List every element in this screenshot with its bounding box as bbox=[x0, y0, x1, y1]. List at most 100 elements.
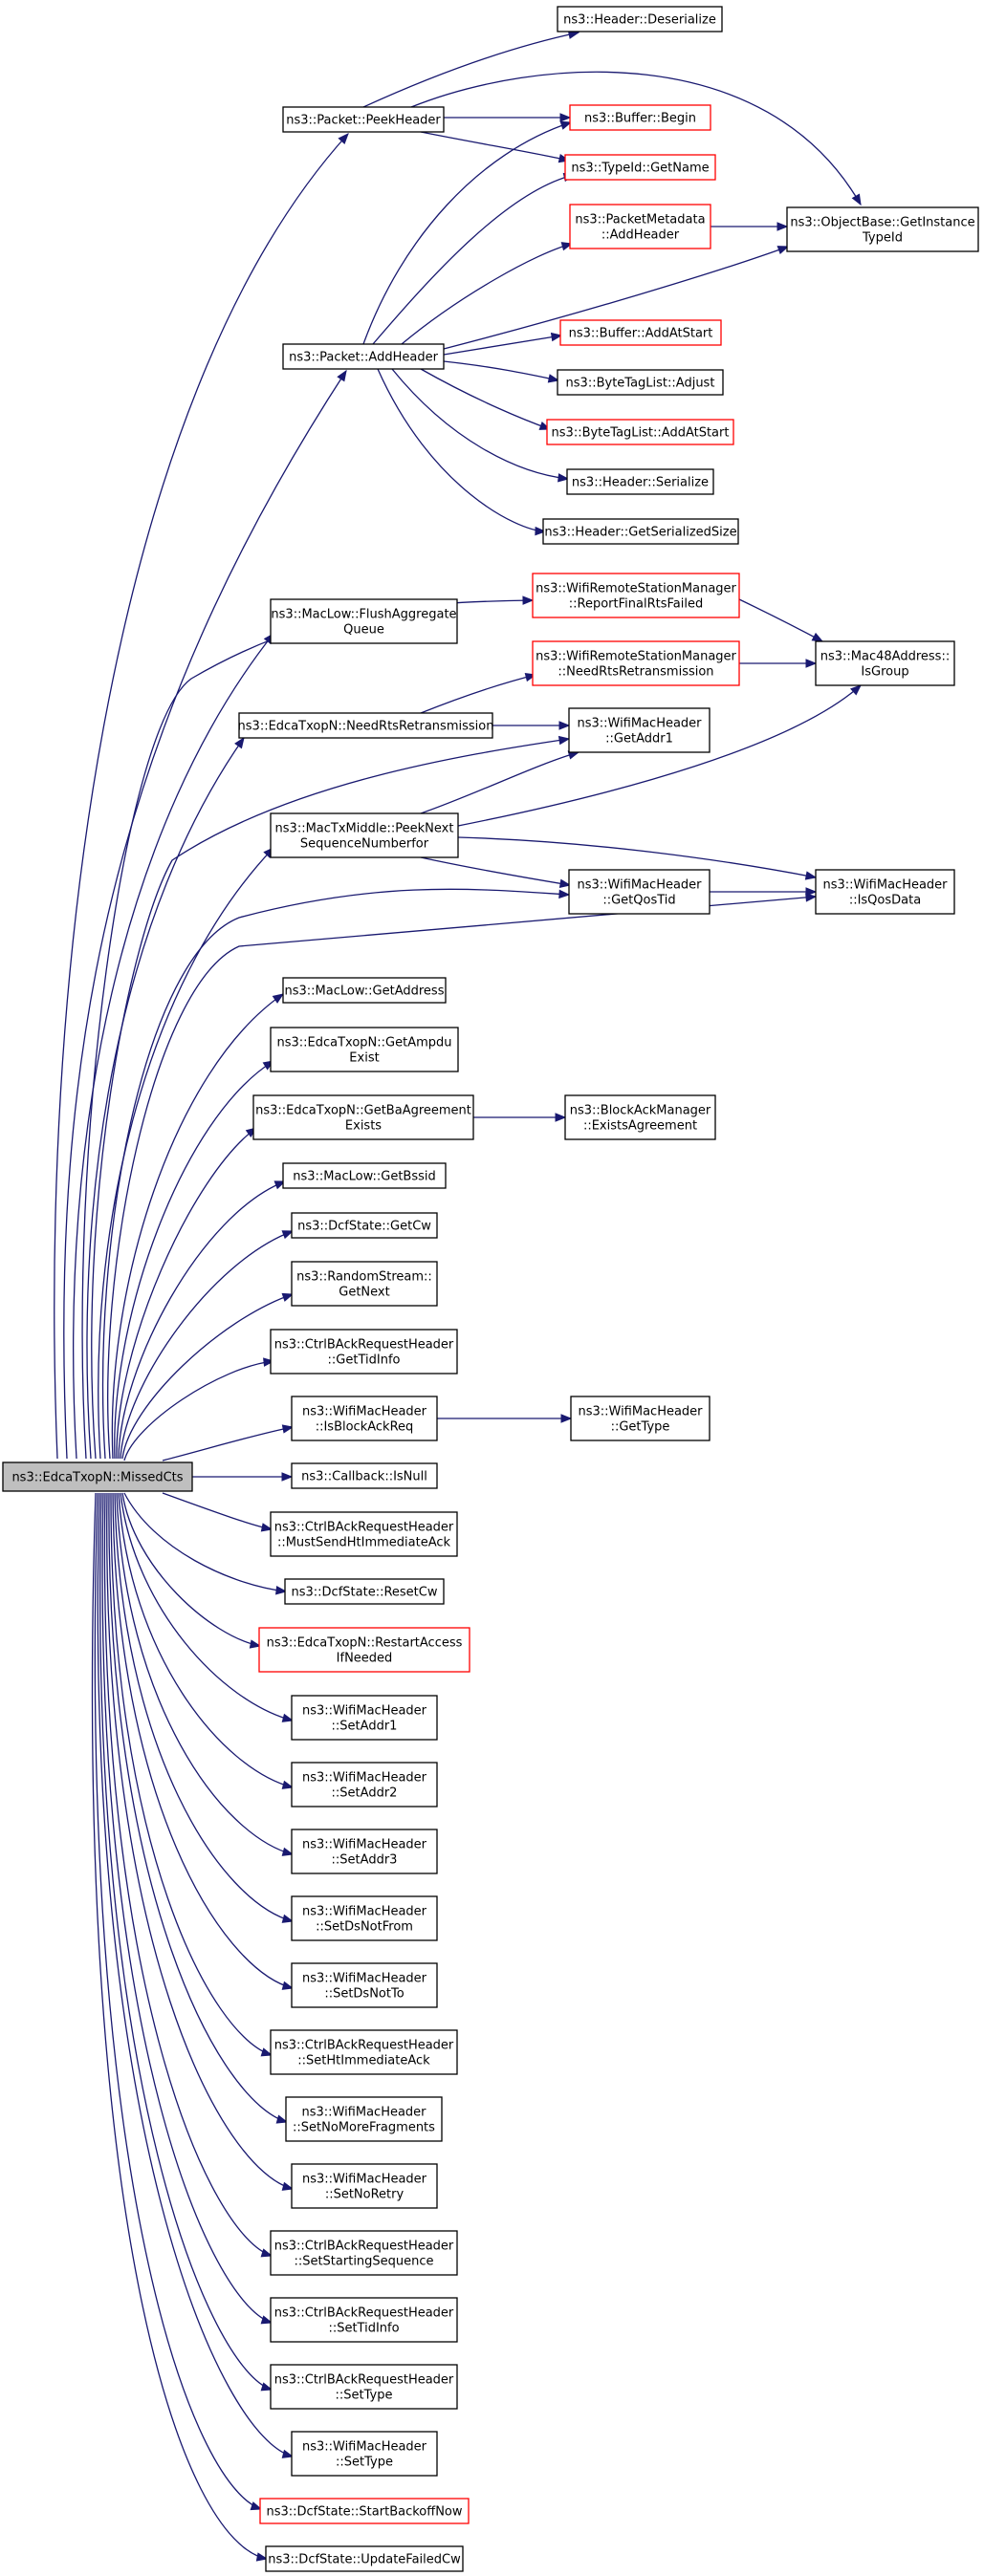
edge-root-to-getaddr1 bbox=[91, 738, 570, 1460]
node-updatefailed[interactable]: ns3::DcfState::UpdateFailedCw bbox=[265, 2545, 464, 2572]
node-label: TypeId bbox=[862, 231, 903, 246]
edge-root-to-settypebar bbox=[99, 1492, 273, 2391]
node-setnoretry[interactable]: ns3::WifiMacHeader::SetNoRetry bbox=[291, 2163, 438, 2209]
node-box bbox=[282, 106, 445, 133]
node-label: ns3::ObjectBase::GetInstance bbox=[790, 216, 974, 230]
node-setaddr1[interactable]: ns3::WifiMacHeader::SetAddr1 bbox=[291, 1695, 438, 1741]
node-gettype[interactable]: ns3::WifiMacHeader::GetType bbox=[570, 1396, 711, 1441]
node-bufbegin[interactable]: ns3::Buffer::Begin bbox=[569, 104, 711, 131]
node-box bbox=[258, 1627, 470, 1673]
node-box bbox=[270, 2364, 458, 2410]
node-settidinfo[interactable]: ns3::CtrlBAckRequestHeader::SetTidInfo bbox=[270, 2297, 458, 2343]
node-box bbox=[282, 1162, 447, 1189]
node-setstartseq[interactable]: ns3::CtrlBAckRequestHeader::SetStartingS… bbox=[270, 2230, 458, 2276]
node-addheader[interactable]: ns3::Packet::AddHeader bbox=[282, 343, 445, 370]
arrowhead-addheader bbox=[337, 369, 347, 382]
node-box bbox=[259, 2498, 470, 2524]
node-box bbox=[252, 1094, 474, 1140]
node-label: ns3::MacLow::GetBssid bbox=[293, 1170, 436, 1184]
node-box bbox=[282, 343, 445, 370]
node-root[interactable]: ns3::EdcaTxopN::MissedCts bbox=[2, 1461, 193, 1492]
node-box bbox=[270, 2029, 458, 2075]
node-sethtimm[interactable]: ns3::CtrlBAckRequestHeader::SetHtImmedia… bbox=[270, 2029, 458, 2075]
node-box bbox=[2, 1461, 193, 1492]
node-box bbox=[566, 468, 714, 495]
node-mustsend[interactable]: ns3::CtrlBAckRequestHeader::MustSendHtIm… bbox=[270, 1511, 458, 1557]
node-peeknextseq[interactable]: ns3::MacTxMiddle::PeekNextSequenceNumber… bbox=[270, 812, 459, 858]
arrowhead-settidinfo bbox=[260, 2315, 273, 2325]
edge-root-to-settypemac bbox=[97, 1492, 294, 2457]
node-label: ns3::DcfState::GetCw bbox=[297, 1220, 431, 1234]
node-setaddr3[interactable]: ns3::WifiMacHeader::SetAddr3 bbox=[291, 1829, 438, 1874]
node-btladdatstart[interactable]: ns3::ByteTagList::AddAtStart bbox=[546, 419, 734, 445]
node-peekheader[interactable]: ns3::Packet::PeekHeader bbox=[282, 106, 445, 133]
node-hdrserialize[interactable]: ns3::Header::Serialize bbox=[566, 468, 714, 495]
arrowhead-sethtimm bbox=[260, 2047, 273, 2057]
node-getaddr1[interactable]: ns3::WifiMacHeader::GetAddr1 bbox=[568, 707, 711, 753]
edge-root-to-getcw bbox=[120, 1230, 294, 1460]
arrowhead-hdrserialize bbox=[558, 473, 570, 483]
node-getcw[interactable]: ns3::DcfState::GetCw bbox=[291, 1212, 438, 1239]
node-label: Exist bbox=[349, 1051, 379, 1066]
arrowhead-getaddr1 bbox=[558, 721, 571, 730]
node-label: ns3::BlockAckManager bbox=[570, 1104, 711, 1118]
node-isgroup[interactable]: ns3::Mac48Address::IsGroup bbox=[815, 640, 955, 686]
node-box bbox=[542, 518, 739, 545]
node-box bbox=[291, 2163, 438, 2209]
node-getbssid[interactable]: ns3::MacLow::GetBssid bbox=[282, 1162, 447, 1189]
node-reportfinal[interactable]: ns3::WifiRemoteStationManager::ReportFin… bbox=[532, 573, 740, 618]
arrowhead-setaddr3 bbox=[281, 1847, 295, 1856]
arrowhead-isqosdata bbox=[805, 893, 818, 902]
edge-root-to-peekheader bbox=[54, 133, 349, 1460]
arrowhead-setdsnotfrom bbox=[281, 1914, 295, 1923]
node-getaddress[interactable]: ns3::MacLow::GetAddress bbox=[282, 977, 447, 1004]
node-box bbox=[570, 1396, 711, 1441]
edge-peeknextseq-to-isqosdata bbox=[457, 836, 817, 878]
node-label: ns3::DcfState::ResetCw bbox=[292, 1586, 438, 1600]
node-settypebar[interactable]: ns3::CtrlBAckRequestHeader::SetType bbox=[270, 2364, 458, 2410]
node-setdsnotto[interactable]: ns3::WifiMacHeader::SetDsNotTo bbox=[291, 1962, 438, 2008]
node-label: ns3::Packet::PeekHeader bbox=[286, 114, 441, 128]
edge-addheader-to-bufbegin bbox=[362, 121, 572, 345]
node-box bbox=[270, 2297, 458, 2343]
node-needrts[interactable]: ns3::EdcaTxopN::NeedRtsRetransmission bbox=[238, 712, 494, 739]
node-setaddr2[interactable]: ns3::WifiMacHeader::SetAddr2 bbox=[291, 1762, 438, 1808]
node-bufaddatstart[interactable]: ns3::Buffer::AddAtStart bbox=[559, 319, 722, 346]
edge-root-to-getnext bbox=[121, 1293, 294, 1460]
edge-addheader-to-typeidgetname bbox=[372, 174, 575, 345]
edge-addheader-to-hdrserialize bbox=[391, 368, 569, 480]
node-setnomorefrag[interactable]: ns3::WifiMacHeader::SetNoMoreFragments bbox=[285, 2096, 443, 2142]
node-hdrgetsize[interactable]: ns3::Header::GetSerializedSize bbox=[542, 518, 739, 545]
node-gettidinfo[interactable]: ns3::CtrlBAckRequestHeader::GetTidInfo bbox=[270, 1329, 458, 1375]
node-label: ns3::WifiRemoteStationManager bbox=[536, 582, 736, 596]
node-getnext[interactable]: ns3::RandomStream::GetNext bbox=[291, 1261, 438, 1307]
edge-root-to-setnomorefrag bbox=[108, 1492, 288, 2123]
node-deserialize[interactable]: ns3::Header::Deserialize bbox=[557, 6, 723, 32]
node-getqostid[interactable]: ns3::WifiMacHeader::GetQosTid bbox=[568, 869, 711, 915]
node-isqosdata[interactable]: ns3::WifiMacHeader::IsQosData bbox=[815, 869, 955, 915]
node-pktmetaadd[interactable]: ns3::PacketMetadata::AddHeader bbox=[569, 204, 711, 249]
node-typeidgetname[interactable]: ns3::TypeId::GetName bbox=[564, 154, 716, 181]
edge-root-to-setnoretry bbox=[106, 1492, 294, 2190]
edge-root-to-flushagg bbox=[73, 633, 274, 1460]
node-box bbox=[270, 1329, 458, 1375]
node-box bbox=[564, 1094, 716, 1140]
edge-root-to-getampdu bbox=[114, 1060, 274, 1460]
node-box bbox=[285, 2096, 443, 2142]
node-resetcw[interactable]: ns3::DcfState::ResetCw bbox=[284, 1578, 445, 1605]
node-isblockackreq[interactable]: ns3::WifiMacHeader::IsBlockAckReq bbox=[291, 1396, 438, 1441]
node-wrsmneedrts[interactable]: ns3::WifiRemoteStationManager::NeedRtsRe… bbox=[532, 640, 740, 686]
node-btladjust[interactable]: ns3::ByteTagList::Adjust bbox=[557, 369, 724, 396]
node-settypemac[interactable]: ns3::WifiMacHeader::SetType bbox=[291, 2431, 438, 2477]
node-setdsnotfrom[interactable]: ns3::WifiMacHeader::SetDsNotFrom bbox=[291, 1895, 438, 1941]
node-label: ns3::RandomStream:: bbox=[296, 1270, 432, 1285]
node-existsagr[interactable]: ns3::BlockAckManager::ExistsAgreement bbox=[564, 1094, 716, 1140]
node-isnull[interactable]: ns3::Callback::IsNull bbox=[291, 1462, 438, 1489]
node-startbackoff[interactable]: ns3::DcfState::StartBackoffNow bbox=[259, 2498, 470, 2524]
